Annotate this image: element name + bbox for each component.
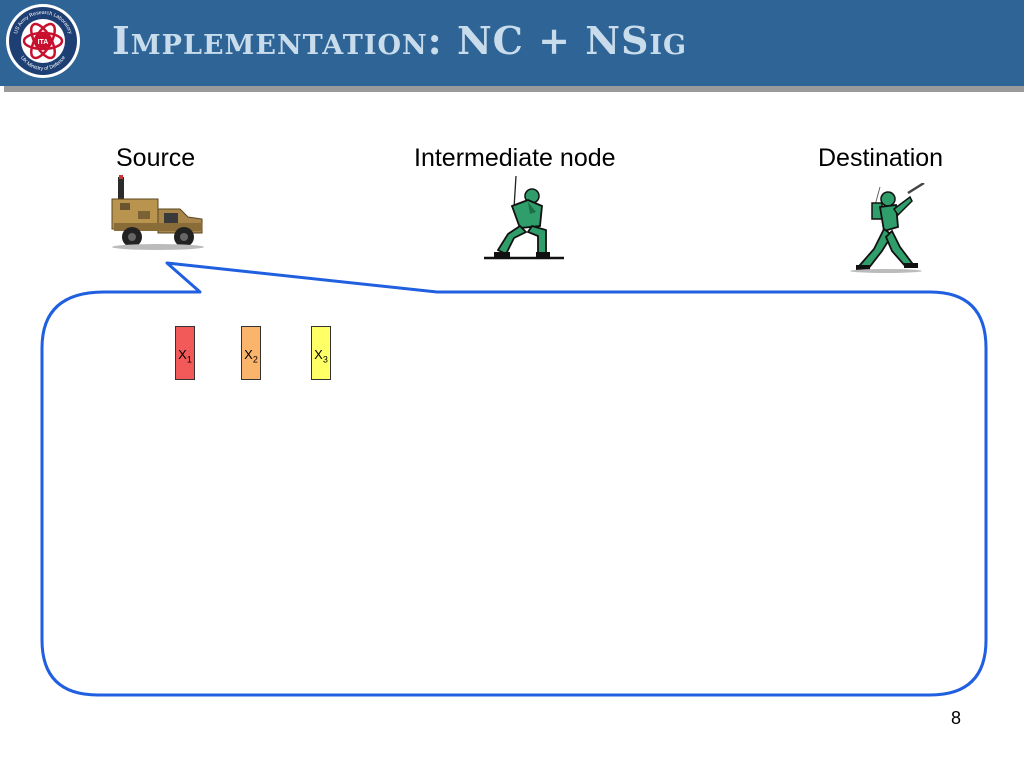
logo-center-text: ITA xyxy=(38,39,49,46)
packet-x1: X1 xyxy=(175,326,195,380)
kneeling-soldier-icon xyxy=(484,175,564,260)
page-number: 8 xyxy=(951,708,962,728)
packet-subscript: 1 xyxy=(186,354,192,365)
intermediate-node-label: Intermediate node xyxy=(414,144,616,172)
source-label: Source xyxy=(116,144,196,172)
walking-soldier-icon xyxy=(850,183,925,273)
packet-subscript: 2 xyxy=(252,354,258,365)
military-truck-icon xyxy=(111,175,204,250)
packet-symbol: X xyxy=(314,347,323,362)
packet-symbol: X xyxy=(244,347,253,362)
ita-seal-icon: ITA US Army Research Laboratory UK Minis… xyxy=(6,4,80,78)
destination-label: Destination xyxy=(818,144,944,172)
packet-subscript: 3 xyxy=(322,354,328,365)
packet-x3: X3 xyxy=(311,326,331,380)
slide-title: Implementation: NC + NSig xyxy=(112,18,688,63)
packet-x2: X2 xyxy=(241,326,261,380)
callout-outline xyxy=(40,261,988,697)
title-bar: ITA US Army Research Laboratory UK Minis… xyxy=(0,0,1024,86)
packet-symbol: X xyxy=(178,347,187,362)
